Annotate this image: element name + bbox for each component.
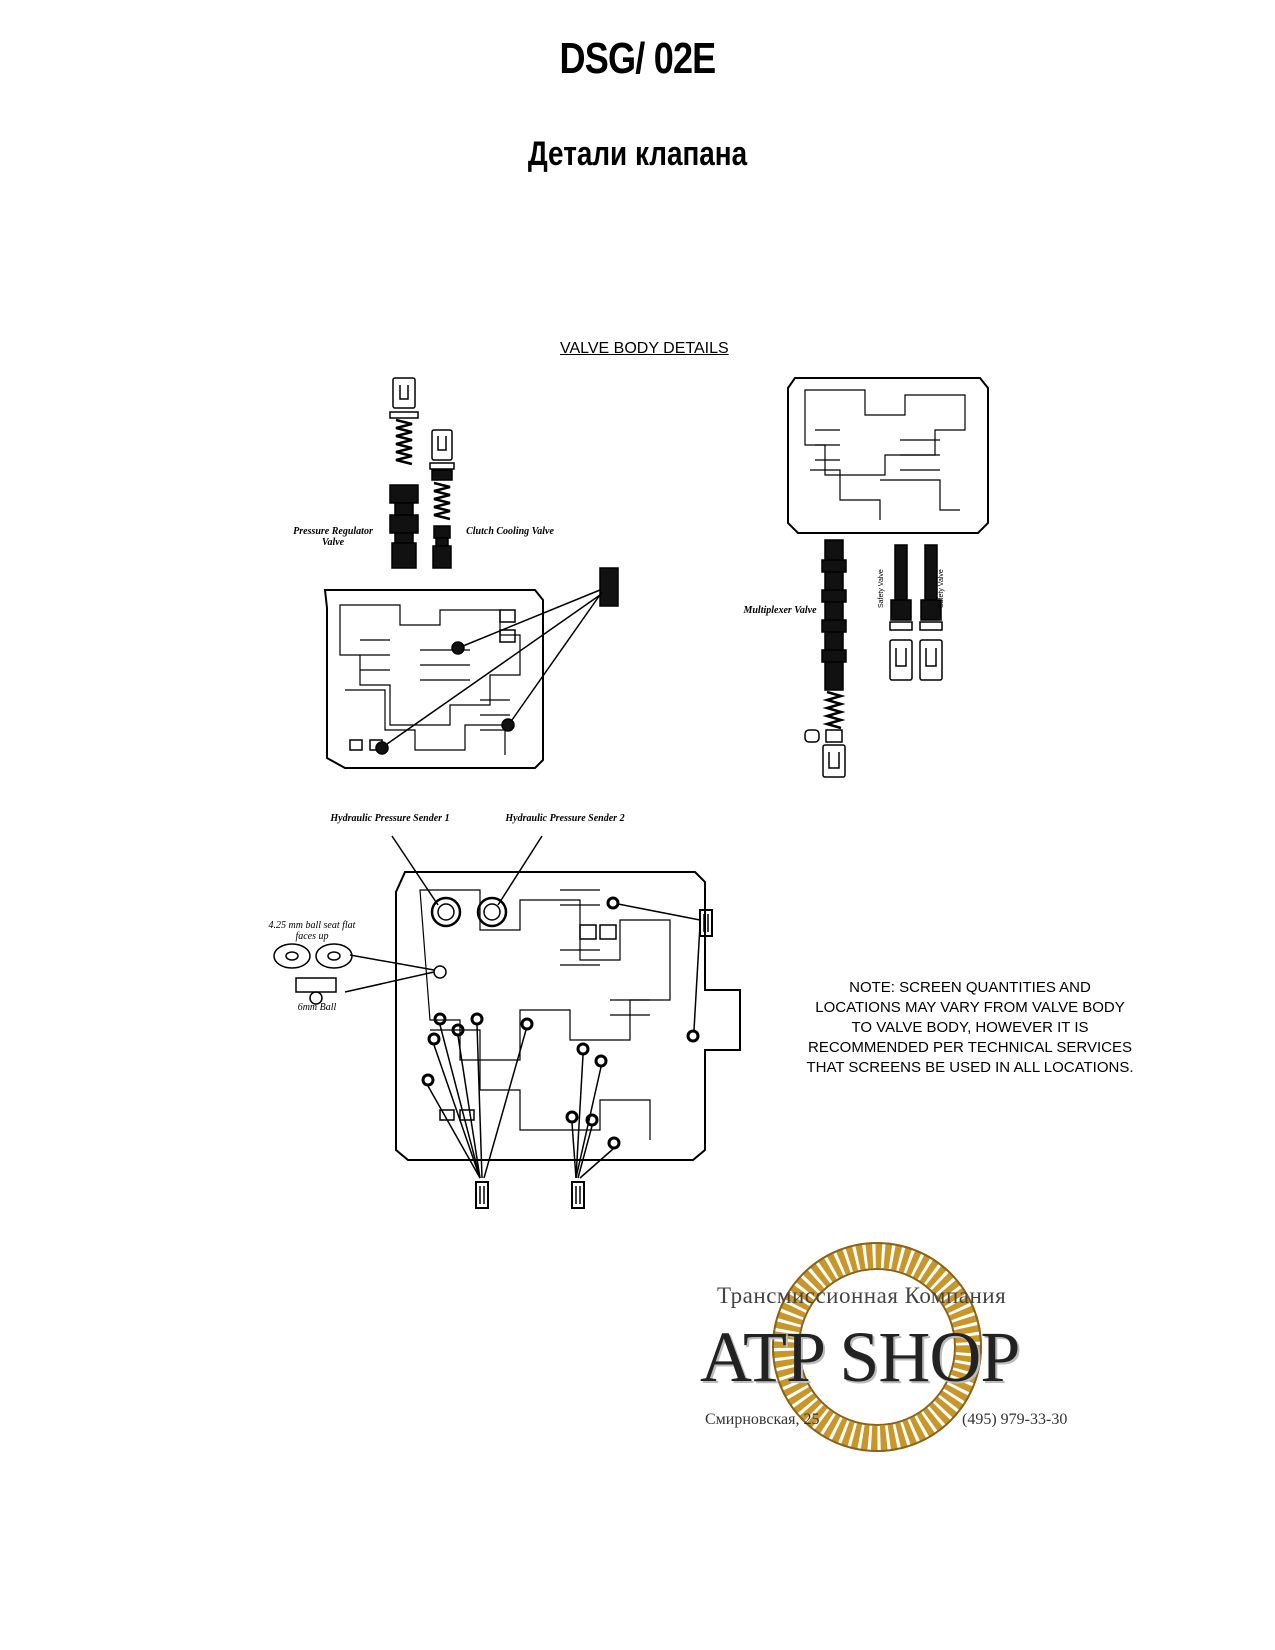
section-heading: VALVE BODY DETAILS bbox=[560, 340, 729, 357]
logo-address: Смирновская, 25 bbox=[705, 1411, 820, 1428]
document-title: DSG/ 02E bbox=[559, 34, 717, 83]
ball-seat-label: 4.25 mm ball seat flat faces up bbox=[268, 920, 356, 942]
hydraulic-pressure-sender-2-label: Hydraulic Pressure Sender 2 bbox=[505, 813, 625, 824]
screen-note: NOTE: SCREEN QUANTITIES AND LOCATIONS MA… bbox=[806, 979, 1134, 1076]
document-subtitle: Детали клапана bbox=[527, 135, 748, 173]
six-mm-ball-label: 6mm Ball bbox=[297, 1002, 337, 1013]
hydraulic-pressure-sender-1-label: Hydraulic Pressure Sender 1 bbox=[330, 813, 450, 824]
multiplexer-valve-label: Multiplexer Valve bbox=[743, 605, 817, 616]
logo-company-text: Трансмиссионная Компания bbox=[717, 1283, 1007, 1308]
logo-brand-name: ATP SHOP bbox=[700, 1317, 1020, 1397]
clutch-cooling-valve-label: Clutch Cooling Valve bbox=[466, 526, 554, 537]
logo-phone: (495) 979-33-30 bbox=[962, 1411, 1068, 1428]
pressure-regulator-valve-label: Pressure Regulator Valve bbox=[293, 526, 373, 548]
